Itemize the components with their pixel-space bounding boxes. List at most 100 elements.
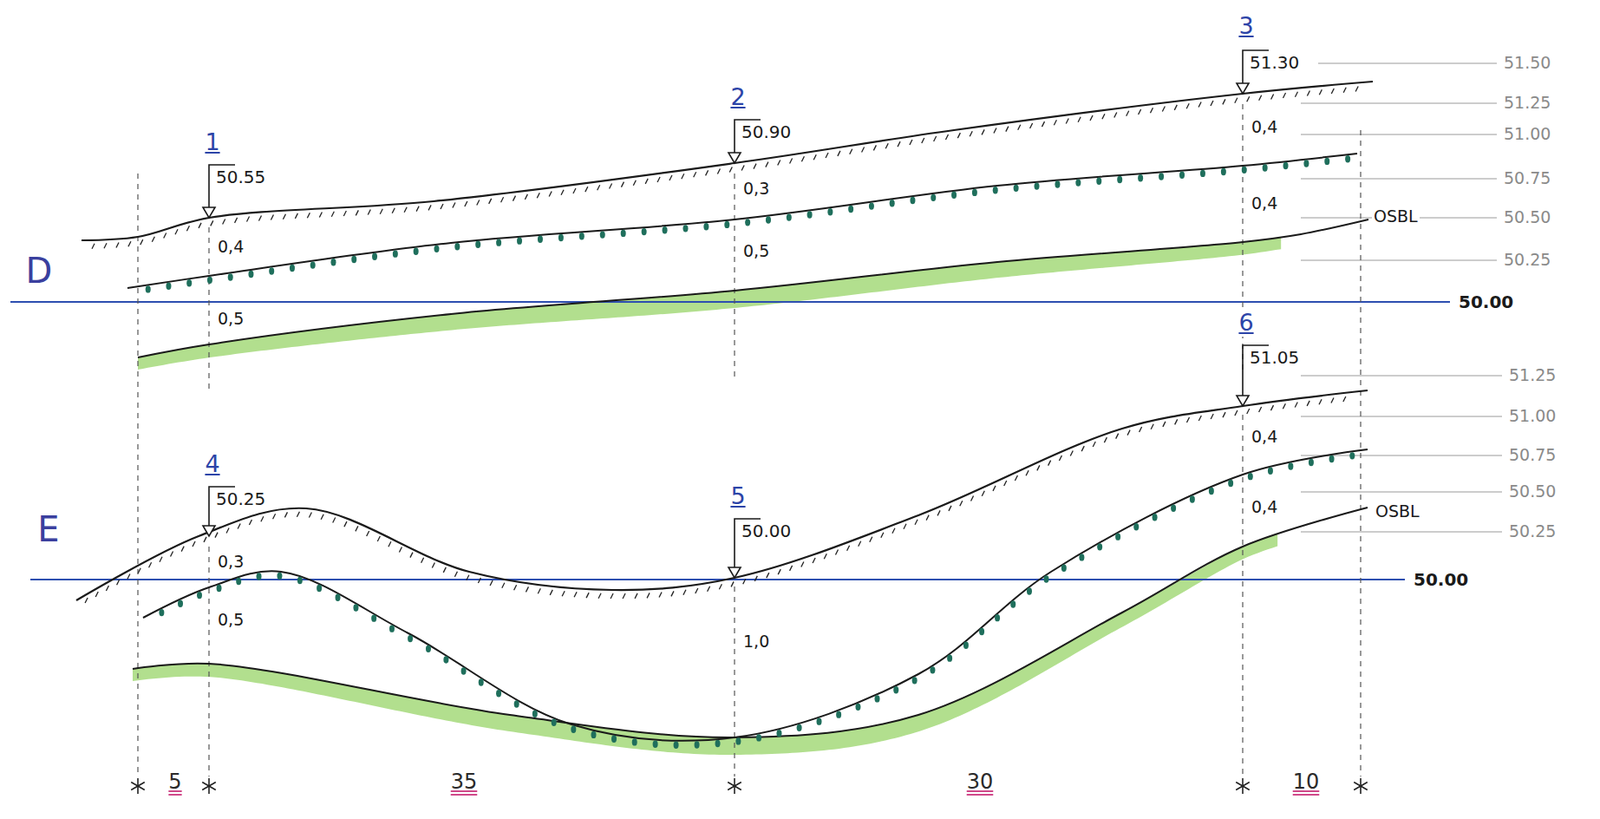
ground-hatch: [837, 150, 841, 157]
thickness-label: 1,0: [741, 632, 771, 652]
ground-hatch: [1343, 396, 1346, 402]
ground-hatch: [105, 585, 109, 591]
layer-dot: [1152, 513, 1158, 521]
ground-hatch: [502, 582, 505, 588]
thickness-label: 0,5: [215, 309, 246, 329]
ground-hatch: [1030, 123, 1033, 129]
ground-hatch: [1102, 113, 1105, 119]
layer-dot: [496, 689, 502, 697]
point-number: 6: [1236, 308, 1255, 336]
ground-hatch: [84, 597, 88, 603]
ground-hatch: [766, 572, 770, 578]
layer-dot: [551, 718, 557, 726]
ground-hatch: [992, 485, 996, 491]
ground-hatch: [524, 194, 528, 200]
layer-dot: [1287, 462, 1294, 470]
layer-dot: [632, 737, 638, 745]
layer-dot: [1200, 169, 1206, 177]
layer-dot: [407, 634, 413, 642]
level-line: [1300, 134, 1497, 136]
ground-hatch: [215, 532, 218, 538]
layer-dot: [165, 282, 171, 290]
ground-hatch: [477, 577, 481, 583]
layer-dot: [268, 267, 275, 275]
layer-dot: [145, 285, 151, 293]
layer-dot: [276, 572, 282, 580]
ground-hatch: [452, 202, 456, 209]
ground-hatch: [1162, 106, 1165, 112]
ground-hatch: [573, 188, 576, 194]
ground-hatch: [741, 165, 745, 171]
ground-hatch: [1005, 126, 1009, 132]
ground-hatch: [1004, 480, 1007, 486]
ground-surface: [76, 390, 1368, 601]
ground-hatch: [1270, 404, 1274, 411]
ground-hatch: [957, 132, 960, 138]
layer-boundary: [143, 449, 1368, 741]
layer-dot: [1247, 472, 1254, 480]
ground-hatch: [1090, 115, 1093, 121]
ground-hatch: [91, 243, 95, 249]
ground-hatch: [440, 203, 444, 209]
ground-hatch: [464, 201, 468, 207]
ground-hatch: [1259, 406, 1262, 412]
layer-dot: [1075, 178, 1081, 186]
ground-hatch: [1162, 421, 1166, 427]
scale-value: 50.50: [1507, 482, 1558, 502]
ground-hatch: [410, 552, 413, 558]
layer-dot: [478, 678, 484, 686]
layer-dot: [514, 699, 520, 707]
layer-dot: [662, 226, 668, 234]
layer-dot: [600, 230, 606, 238]
layer-dot: [912, 676, 918, 684]
distance-label: 10: [1291, 770, 1322, 795]
scale-value: 50.25: [1502, 250, 1553, 270]
ground-hatch: [489, 580, 493, 586]
datum-value: 50.00: [1456, 292, 1516, 313]
ground-hatch: [443, 567, 446, 573]
ground-hatch: [825, 152, 829, 158]
layer-dot: [1349, 451, 1355, 459]
ground-hatch: [993, 127, 997, 133]
ground-hatch: [1283, 92, 1287, 98]
point-number: 4: [202, 450, 222, 477]
layer-dot: [682, 224, 688, 232]
ground-hatch: [1294, 402, 1298, 408]
level-line: [1300, 103, 1497, 105]
layer-dot: [389, 624, 395, 632]
ground-hatch: [1175, 418, 1178, 425]
scale-value: 50.75: [1507, 445, 1558, 465]
layer-dot: [963, 641, 969, 649]
station-star: [130, 782, 145, 791]
ground-hatch: [753, 163, 757, 170]
ground-hatch: [1355, 86, 1359, 92]
level-line: [1300, 491, 1503, 493]
bedrock-band: [137, 236, 1281, 370]
layer-dot: [1262, 163, 1268, 171]
ground-hatch: [398, 546, 402, 552]
ground-hatch: [489, 198, 492, 204]
layer-dot: [786, 213, 792, 221]
layer-dot: [1034, 182, 1040, 190]
ground-hatch: [881, 532, 884, 538]
ground-hatch: [645, 178, 648, 184]
ground-hatch: [308, 511, 312, 517]
layer-dot: [929, 666, 935, 673]
ground-hatch: [1018, 124, 1021, 131]
ground-hatch: [921, 137, 925, 144]
layer-dot: [1078, 553, 1085, 561]
ground-hatch: [270, 215, 274, 221]
ground-hatch: [1319, 398, 1322, 405]
layer-dot: [909, 196, 915, 204]
layer-dot: [1013, 184, 1019, 192]
ground-hatch: [909, 139, 913, 145]
layer-dot: [570, 724, 576, 732]
ground-hatch: [391, 208, 395, 214]
ground-hatch: [969, 130, 973, 137]
ground-hatch: [416, 206, 419, 212]
ground-hatch: [862, 147, 865, 153]
ground-hatch: [945, 134, 948, 140]
ground-hatch: [95, 591, 98, 597]
